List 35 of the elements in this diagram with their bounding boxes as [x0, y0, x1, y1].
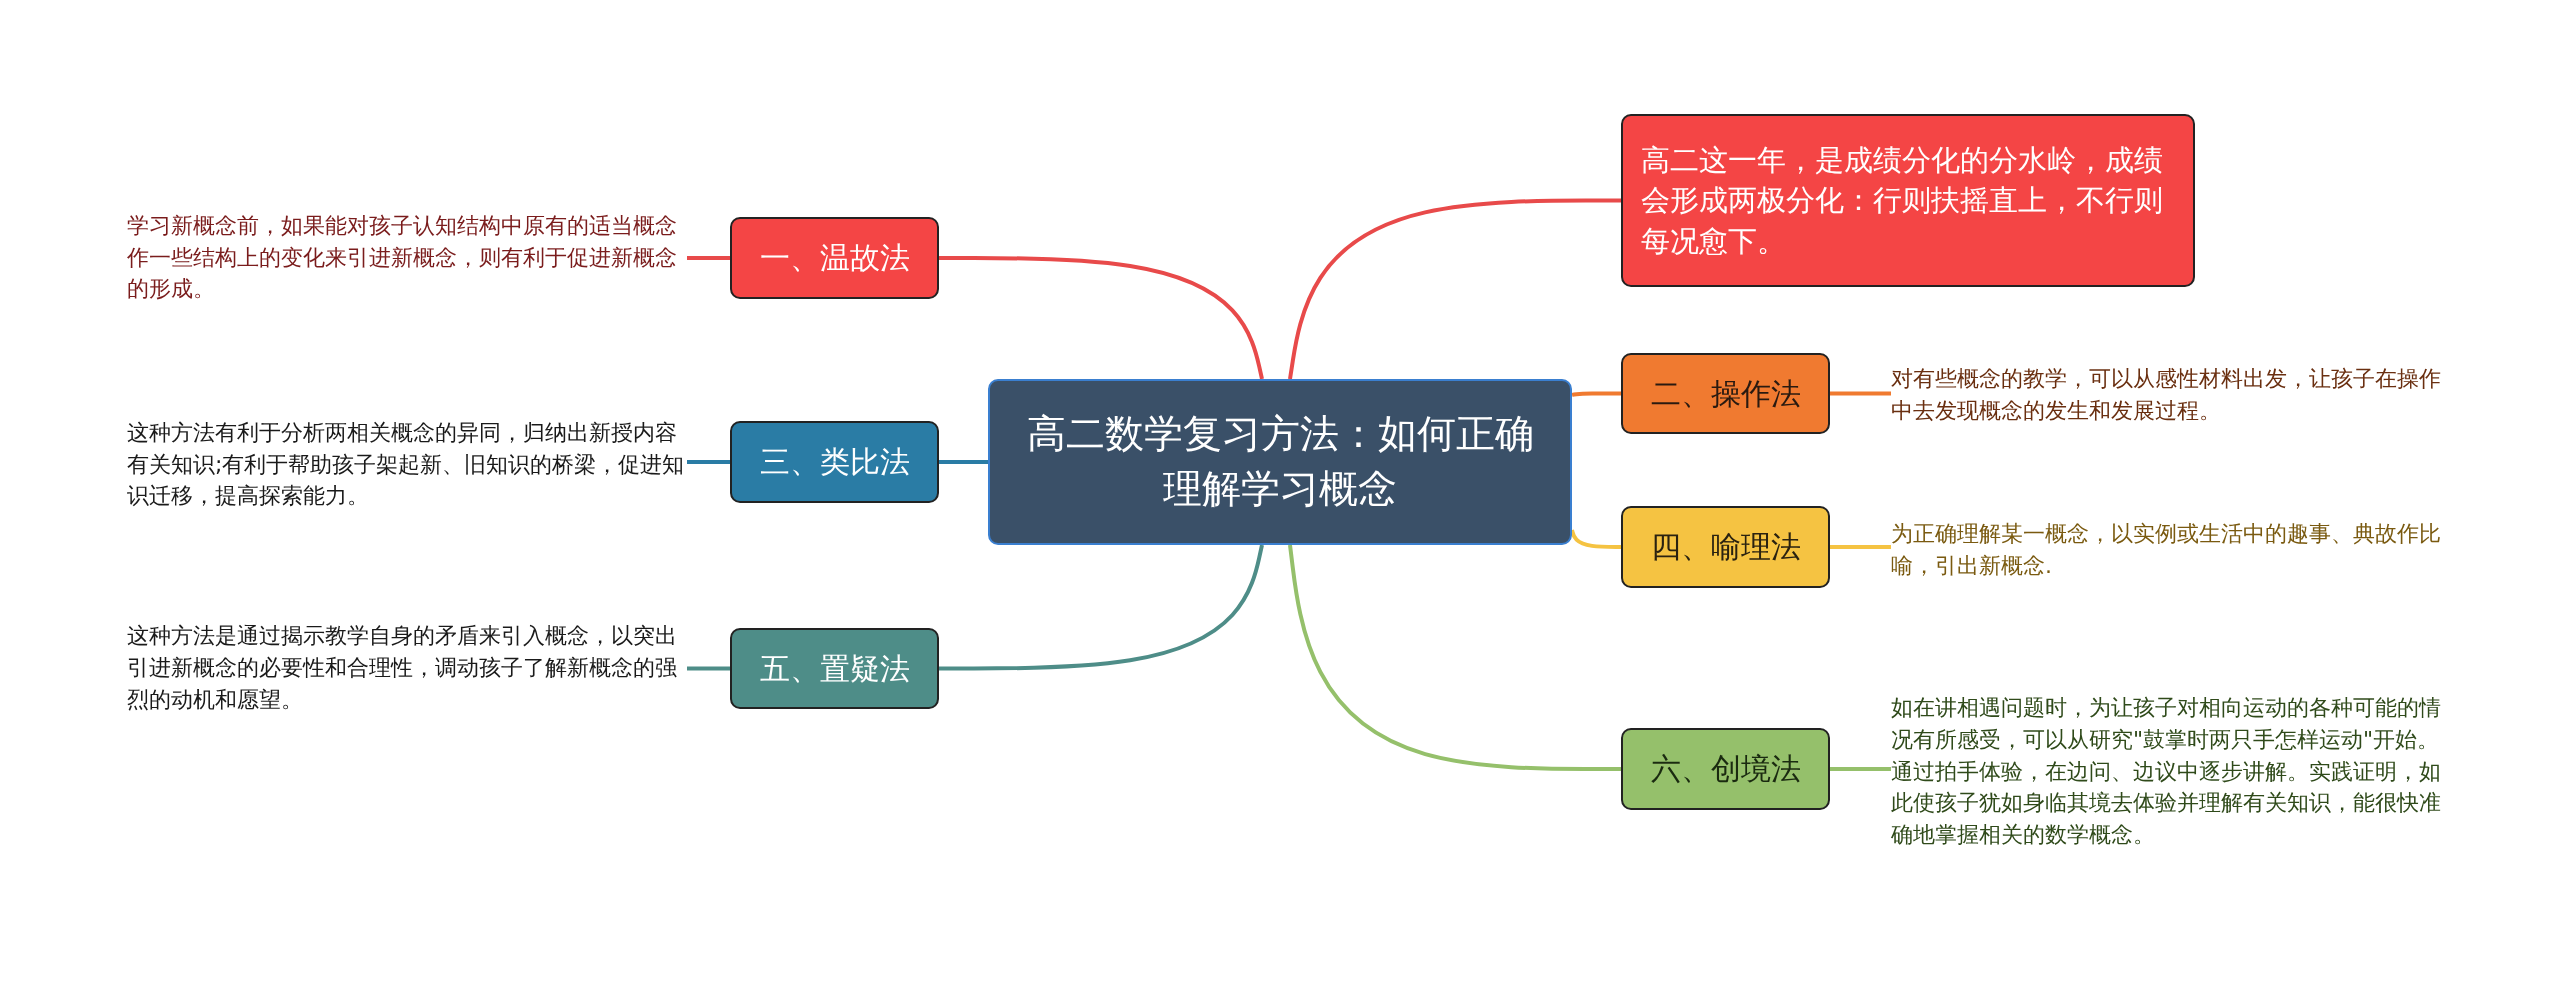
description-text: 这种方法是通过揭示教学自身的矛盾来引入概念，以突出引进新概念的必要性和合理性，调动孩子了解新概念的强烈的动机和愿望。 — [127, 622, 678, 714]
connector-line — [939, 256, 1264, 380]
description-text: 为正确理解某一概念，以实例或生活中的趣事、典故作比喻，引出新概念. — [1891, 520, 2442, 580]
method-box — [1621, 506, 1830, 588]
connector-line — [1570, 529, 1621, 549]
connector-line — [1830, 545, 1891, 549]
topic-text: 六、创境法 — [1650, 750, 1801, 788]
description-text: 学习新概念前，如果能对孩子认知结构中原有的适当概念作一些结构上的变化来引进新概念，则有利于促进新概念的形成。 — [127, 211, 678, 304]
connector-line — [1570, 391, 1621, 397]
topic-text: 四、喻理法 — [1650, 528, 1801, 566]
description-text: 这种方法有利于分析两相关概念的异同，归纳出新授内容有关知识;有利于帮助孩子架起新、旧知识的桥梁，促进知识迁移，提高探索能力。 — [127, 418, 686, 511]
description-text: 如在讲相遇问题时，为让孩子对相向运动的各种可能的情况有所感受，可以从研究"鼓掌时两只手怎样运动"开始。通过拍手体验，在边问、边议中逐步讲解。实践证明，如此使孩子犹如身临其境去体验并理解有关知识，能很快准确地掌握相关的数学概念。 — [1891, 693, 2442, 850]
connector-line — [939, 544, 1264, 671]
connector-line — [939, 460, 990, 464]
connector-line — [687, 460, 730, 464]
method-box — [730, 421, 939, 503]
topic-text: 高二数学复习方法：如何正确理解学习概念 — [1025, 410, 1535, 513]
method-box — [730, 628, 939, 709]
method-box — [730, 217, 939, 299]
central-topic-box — [988, 379, 1572, 545]
topic-text: 五、置疑法 — [759, 649, 910, 688]
connector-line — [1288, 198, 1621, 380]
topic-text: 二、操作法 — [1650, 374, 1801, 413]
topic-text: 高二这一年，是成绩分化的分水岭，成绩会形成两极分化：行则扶摇直上，不行则每况愈下。 — [1641, 141, 2164, 260]
connector-line — [687, 666, 730, 671]
connector-line — [1288, 544, 1621, 771]
method-box — [1621, 728, 1830, 810]
connector-line — [687, 256, 730, 260]
description-text: 对有些概念的教学，可以从感性材料出发，让孩子在操作中去发现概念的发生和发展过程。 — [1891, 365, 2442, 425]
method-box — [1621, 353, 1830, 434]
connector-line — [1830, 391, 1891, 396]
topic-text: 三、类比法 — [759, 443, 910, 481]
topic-text: 一、温故法 — [759, 239, 910, 277]
summary-box — [1621, 114, 2195, 287]
connector-line — [1830, 767, 1891, 771]
